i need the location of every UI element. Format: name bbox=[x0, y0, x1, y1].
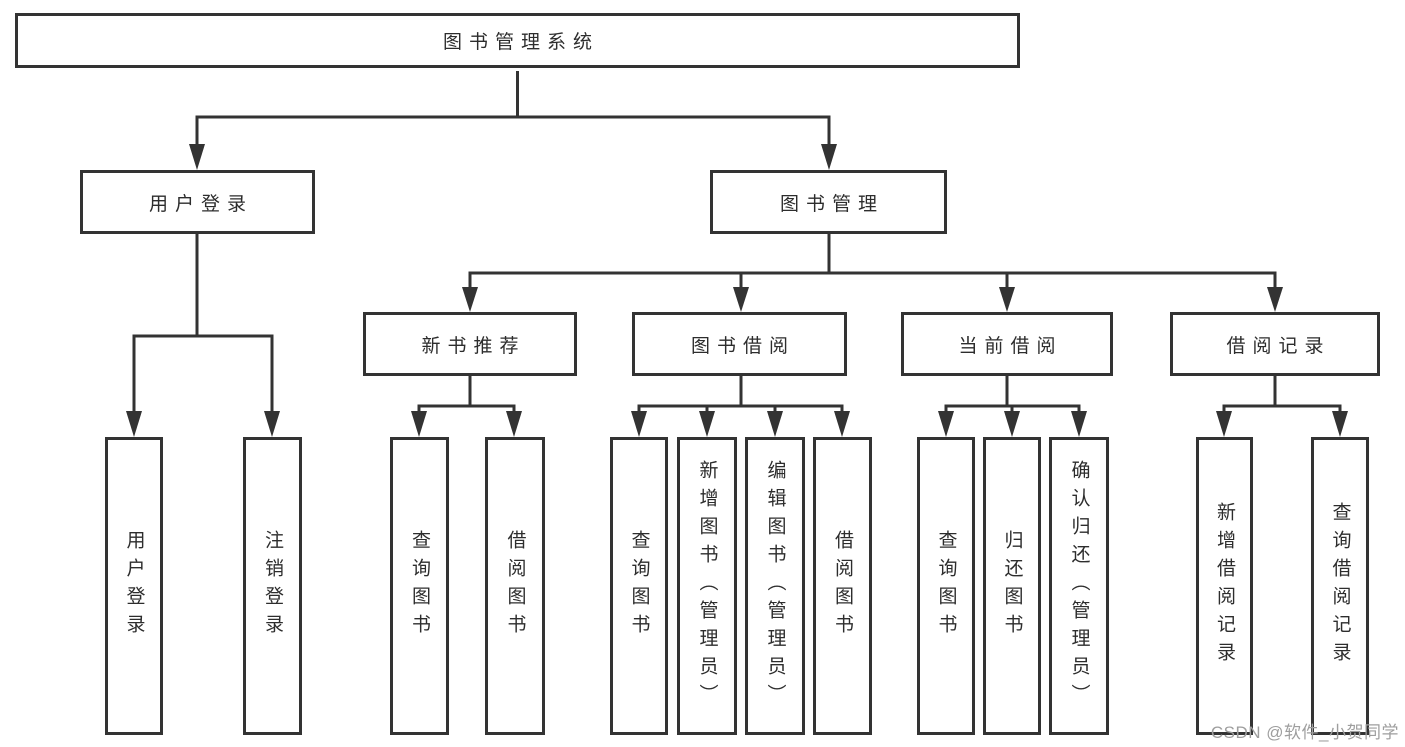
leaf-label: 查询借阅记录 bbox=[1329, 502, 1351, 670]
leaf-add-book-admin: 新增图书（管理员） bbox=[677, 437, 737, 735]
leaf-user-login: 用户登录 bbox=[105, 437, 163, 735]
leaf-label: 查询图书 bbox=[935, 530, 957, 642]
leaf-query-borrow-record: 查询借阅记录 bbox=[1311, 437, 1369, 735]
node-book-management: 图书管理 bbox=[710, 170, 947, 234]
node-new-book-recommend: 新书推荐 bbox=[363, 312, 577, 376]
node-root: 图书管理系统 bbox=[15, 13, 1020, 68]
leaf-label: 查询图书 bbox=[409, 530, 430, 642]
leaf-label: 新增借阅记录 bbox=[1214, 502, 1235, 670]
node-borrow-record: 借阅记录 bbox=[1170, 312, 1380, 376]
node-current-borrow: 当前借阅 bbox=[901, 312, 1113, 376]
leaf-logout: 注销登录 bbox=[243, 437, 302, 735]
leaf-label: 确认归还（管理员） bbox=[1068, 460, 1090, 712]
leaf-label: 编辑图书（管理员） bbox=[764, 460, 786, 712]
leaf-query-book-current: 查询图书 bbox=[917, 437, 975, 735]
leaf-borrow-book-recommend: 借阅图书 bbox=[485, 437, 545, 735]
leaf-label: 查询图书 bbox=[628, 530, 650, 642]
leaf-label: 新增图书（管理员） bbox=[696, 460, 718, 712]
leaf-confirm-return-admin: 确认归还（管理员） bbox=[1049, 437, 1109, 735]
leaf-edit-book-admin: 编辑图书（管理员） bbox=[745, 437, 805, 735]
node-book-borrow: 图书借阅 bbox=[632, 312, 847, 376]
leaf-label: 注销登录 bbox=[262, 530, 283, 642]
node-user-login: 用户登录 bbox=[80, 170, 315, 234]
leaf-query-book-recommend: 查询图书 bbox=[390, 437, 449, 735]
leaf-label: 归还图书 bbox=[1001, 530, 1023, 642]
leaf-add-borrow-record: 新增借阅记录 bbox=[1196, 437, 1253, 735]
leaf-borrow-book: 借阅图书 bbox=[813, 437, 872, 735]
leaf-label: 用户登录 bbox=[123, 530, 145, 642]
leaf-return-book: 归还图书 bbox=[983, 437, 1041, 735]
leaf-label: 借阅图书 bbox=[832, 530, 853, 642]
leaf-label: 借阅图书 bbox=[504, 530, 526, 642]
leaf-query-book-borrow: 查询图书 bbox=[610, 437, 668, 735]
csdn-watermark: CSDN @软件_小贺同学 bbox=[1210, 723, 1399, 742]
